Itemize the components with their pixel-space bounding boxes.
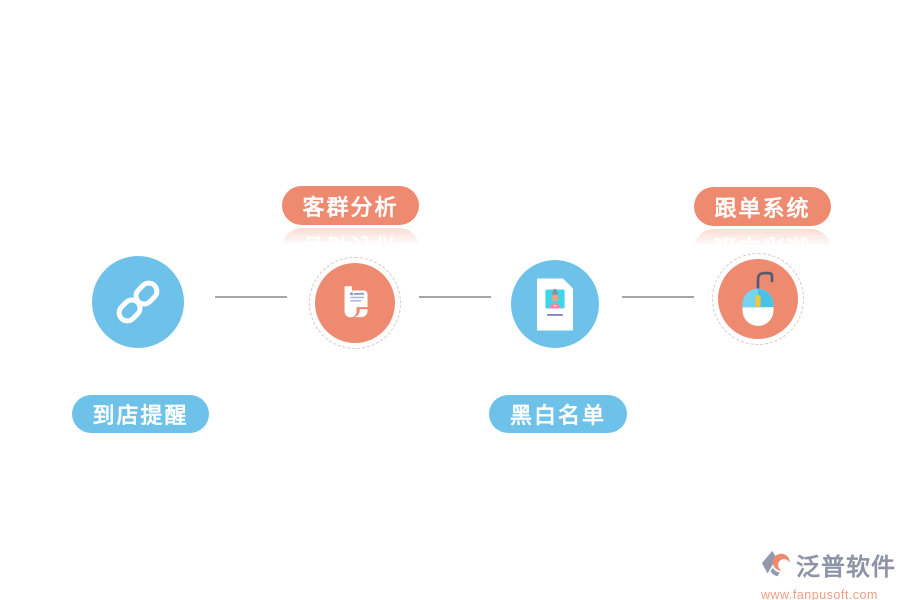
computer-mouse-icon — [737, 270, 779, 328]
node-order-tracking-system — [712, 253, 804, 345]
badge-label: 客群分析 — [282, 186, 419, 225]
badge-black-white-list: 黑白名单 — [489, 395, 627, 433]
connector-line-2 — [419, 296, 491, 298]
node-store-arrival-reminder — [92, 256, 184, 348]
watermark-brand: 泛普软件 — [796, 553, 896, 581]
badge-order-tracking-system: 跟单系统 跟单系统 — [694, 187, 831, 268]
chain-link-icon — [112, 276, 164, 328]
badge-reflection: 客群分析 — [282, 228, 419, 267]
scroll-paper-icon — [332, 280, 378, 326]
id-photo-document-icon — [533, 276, 577, 333]
watermark: 泛普软件 www.fanpusoft.com — [761, 549, 896, 600]
badge-label: 黑白名单 — [489, 395, 627, 433]
badge-label: 跟单系统 — [694, 187, 831, 226]
badge-customer-analysis: 客群分析 客群分析 — [282, 186, 419, 267]
node-customer-analysis — [309, 257, 401, 349]
fanpu-logo-icon — [761, 549, 793, 586]
connector-line-1 — [215, 296, 287, 298]
watermark-url: www.fanpusoft.com — [761, 588, 878, 600]
connector-line-3 — [622, 296, 694, 298]
badge-store-arrival-reminder: 到店提醒 — [72, 395, 209, 433]
badge-label: 到店提醒 — [72, 395, 209, 433]
node-black-white-list — [511, 260, 599, 348]
